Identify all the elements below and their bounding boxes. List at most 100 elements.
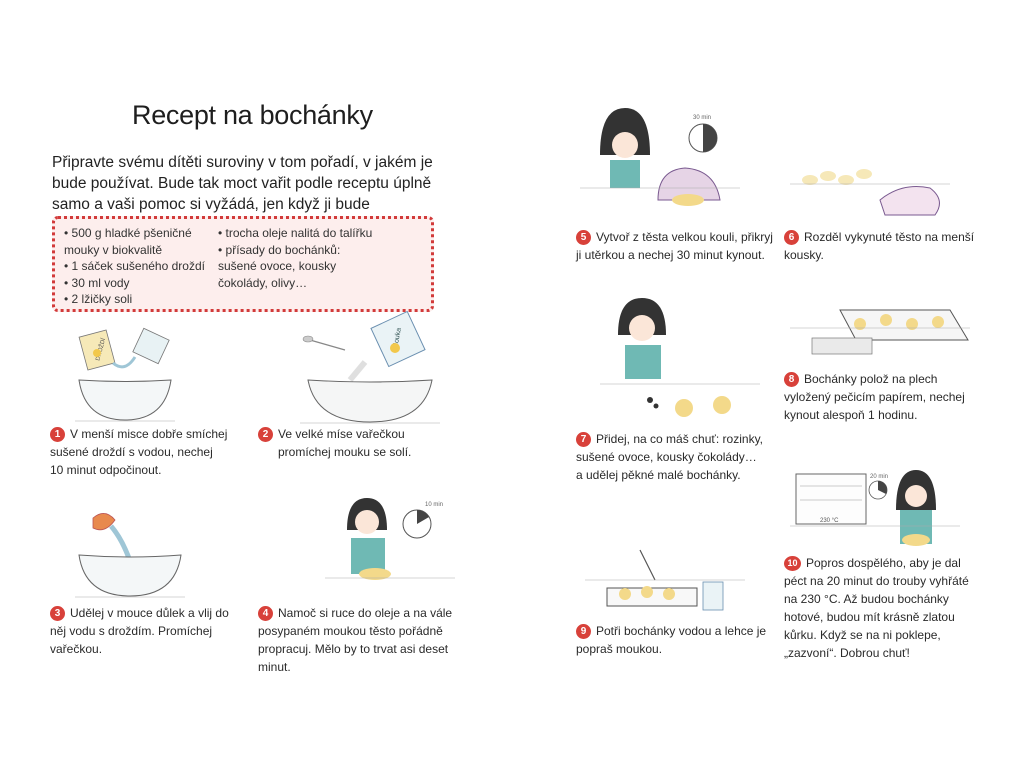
girl-face-icon [905,485,927,507]
step-text-line: posypaném moukou těsto pořádně [258,624,443,638]
timer-fill-icon [417,510,429,524]
girl-face-icon [355,510,379,534]
bun-icon [713,396,731,414]
ingredient-line: mouky v biokvalitě [64,242,163,257]
bun-icon [880,314,892,326]
step2-illustration: Mouka [300,310,440,424]
ingredient-line: • přísady do bochánků: [218,242,341,257]
step-number-badge: 10 [784,556,801,571]
step8-illustration [790,309,970,355]
step-text-line: kynout alespoň 1 hodinu. [784,408,918,422]
timer-label: 20 min [870,474,888,480]
dough-piece-icon [820,171,836,181]
step-text-line: ji utěrkou a nechej 30 minut kynout. [576,248,765,262]
bowl-with-towel-icon [879,186,940,216]
step-2: 2 Ve velké míse vařečkou promíchej mouku … [258,425,478,461]
step9-illustration [585,549,745,611]
small-bowl-pour-icon [92,513,116,531]
step-9: 9 Potři bochánky vodou a lehce je popraš … [576,622,796,658]
dough-piece-icon [856,169,872,179]
step-text-line: kousky. [784,248,824,262]
ingredient-line: • 500 g hladké pšeničné [64,226,192,240]
big-bowl-icon [307,379,433,423]
step10-illustration: 230 °C 20 min [790,470,960,546]
ingredients-left-column: • 500 g hladké pšeničné mouky v biokvali… [64,225,214,308]
step3-illustration [75,513,185,598]
tea-towel-icon [657,167,721,201]
step-7: 7 Přidej, na co máš chuť: rozinky, sušené… [576,430,796,484]
step-number-badge: 2 [258,427,273,442]
step-number-badge: 8 [784,372,799,387]
step-text-line: Potři bochánky vodou a lehce je [596,624,767,638]
step-number-badge: 9 [576,624,591,639]
bun-icon [619,588,631,600]
bun-icon [641,586,653,598]
small-bowl-icon [78,379,172,421]
flour-bag-icon [702,581,724,611]
step-text-line: sušené droždí s vodou, nechej [50,445,213,459]
step-text-line: vyložený pečicím papírem, nechej [784,390,965,404]
raisin-icon [653,403,659,409]
step1-illustration: DROŽDÍ [75,327,175,422]
ingredients-right-column: • trocha oleje nalitá do talířku • přísa… [218,225,428,291]
step-text-line: minut. [258,660,291,674]
step-text-line: V menší misce dobře smíchej [70,427,228,441]
step-text-line: Vytvoř z těsta velkou kouli, přikryj [596,230,773,244]
ingredients-box: • 500 g hladké pšeničné mouky v biokvali… [52,216,434,312]
ingredient-line: • 1 sáček sušeného droždí [64,259,205,273]
step-number-badge: 4 [258,606,273,621]
buns-plate-icon [902,534,930,546]
step-text-line: propracuj. Mělo by to trvat asi deset [258,642,449,656]
girl-face-icon [612,132,638,158]
page-title: Recept na bochánky [132,100,373,130]
flour-logo-icon [390,343,400,353]
dough-piece-icon [802,175,818,185]
step5-illustration: 30 min [580,108,740,206]
dough-icon [359,568,391,580]
girl-shirt-icon [610,160,640,188]
oven-temp-label: 230 °C [820,518,839,524]
ingredient-line: sušené ovoce, kousky [218,259,337,273]
step-number-badge: 5 [576,230,591,245]
step-text-line: „zazvoní“. Dobrou chuť! [784,646,910,660]
girl-shirt-icon [625,345,661,379]
bun-icon [675,399,693,417]
ingredient-line: • 2 lžičky soli [64,292,133,306]
step-text-line: na 230 °C. Až budou bochánky [784,592,949,606]
step-text-line: kůrku. Když se na ni poklepe, [784,628,941,642]
step-text-line: popraš moukou. [576,642,663,656]
step-8: 8 Bochánky polož na plech vyložený pečicí… [784,370,984,424]
timer-label: 30 min [693,115,711,121]
step-text-line: sušené ovoce, kousky čokolády… [576,450,757,464]
girl-shirt-icon [351,538,385,574]
step-text-line: Udělej v mouce důlek a vlij do [70,606,229,620]
yeast-dot-icon [93,349,101,357]
step-text-line: Bochánky polož na plech [804,372,938,386]
step-text-line: a udělej pěkné malé bochánky. [576,468,741,482]
step-text-line: Namoč si ruce do oleje a na vále [278,606,453,620]
ingredient-line: čokolády, olivy… [218,275,308,290]
step7-illustration [600,298,760,417]
step-text-line: promíchej mouku se solí. [278,445,412,459]
step-text-line: Přidej, na co máš chuť: rozinky, [596,432,764,446]
step-text-line: Rozděl vykynuté těsto na menší [804,230,975,244]
step-number-badge: 7 [576,432,591,447]
bun-icon [663,588,675,600]
step-text-line: hotové, budou mít krásně zlatou [784,610,955,624]
timer-label: 10 min [425,502,443,508]
step-text-line: Ve velké míse vařečkou [278,427,405,441]
bun-icon [932,316,944,328]
step-5: 5 Vytvoř z těsta velkou kouli, přikryj ji… [576,228,796,264]
dough-piece-icon [838,175,854,185]
step4-illustration: 10 min [325,498,455,580]
bun-icon [906,318,918,330]
timer-fill-icon [703,124,717,152]
step-number-badge: 3 [50,606,65,621]
flour-bag-icon [370,310,426,368]
spoon-head-icon [302,335,314,343]
step6-illustration [790,169,950,216]
baking-paper-icon [811,337,873,355]
flour-stream-icon [347,360,368,382]
